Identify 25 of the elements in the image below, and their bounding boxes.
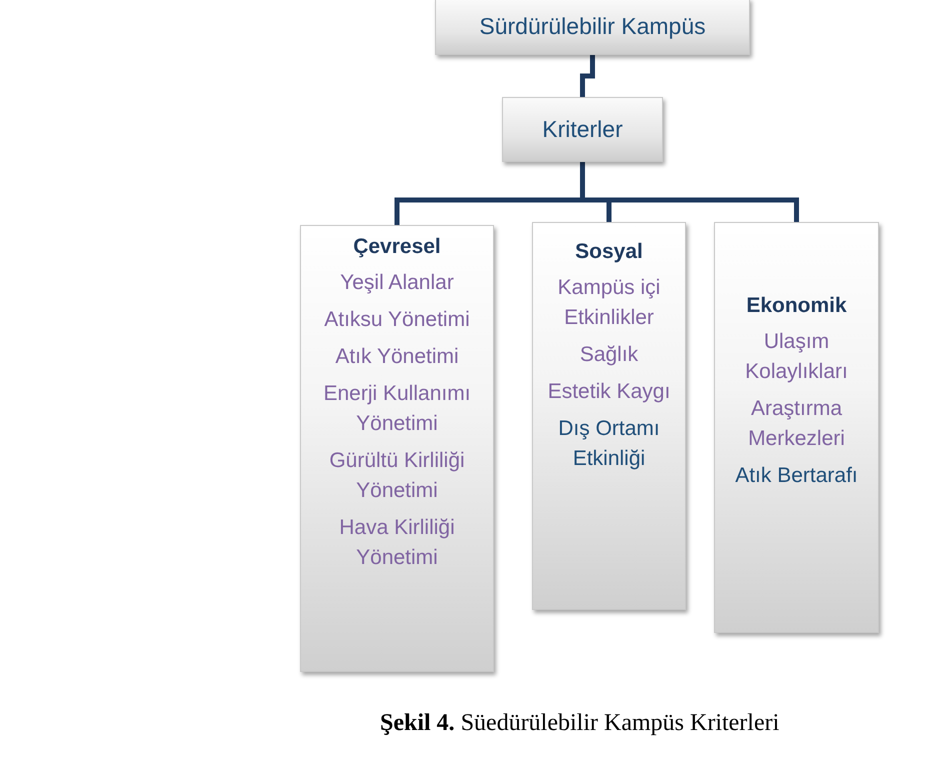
box-label: Kriterler [542, 116, 623, 143]
category-column [714, 222, 879, 633]
criterion-text: Gürültü Kirliliği Yönetimi [328, 448, 466, 504]
criterion-text: Estetik Kaygı [548, 379, 670, 405]
criterion-text: Atık Yönetimi [335, 344, 459, 370]
criterion-text: Enerji Kullanımı Yönetimi [322, 381, 472, 437]
figure-caption: Şekil 4. Süedürülebilir Kampüs Kriterleri [380, 710, 780, 737]
criterion-text: Atıksu Yönetimi [324, 307, 470, 333]
category-column [532, 222, 686, 610]
criterion-text: Atık Bertarafı [735, 463, 858, 489]
criterion-text: Dış Ortamı Etkinliği [557, 416, 661, 472]
connector-line [580, 55, 595, 97]
criteria-box [502, 97, 663, 162]
title-box [435, 0, 750, 55]
criterion-text: Kampüs içi Etkinlikler [556, 275, 662, 331]
criterion-text: Araştırma Merkezleri [747, 396, 846, 452]
criterion-text: Ulaşım Kolaylıkları [744, 329, 849, 385]
column-heading: Ekonomik [746, 293, 847, 319]
criterion-text: Sağlık [580, 342, 638, 368]
criterion-text: Yeşil Alanlar [340, 270, 454, 296]
criterion-text: Hava Kirliliği Yönetimi [338, 515, 456, 571]
column-heading: Çevresel [353, 234, 441, 260]
category-column [300, 225, 494, 672]
column-heading: Sosyal [575, 239, 643, 265]
box-label: Sürdürülebilir Kampüs [479, 13, 706, 40]
